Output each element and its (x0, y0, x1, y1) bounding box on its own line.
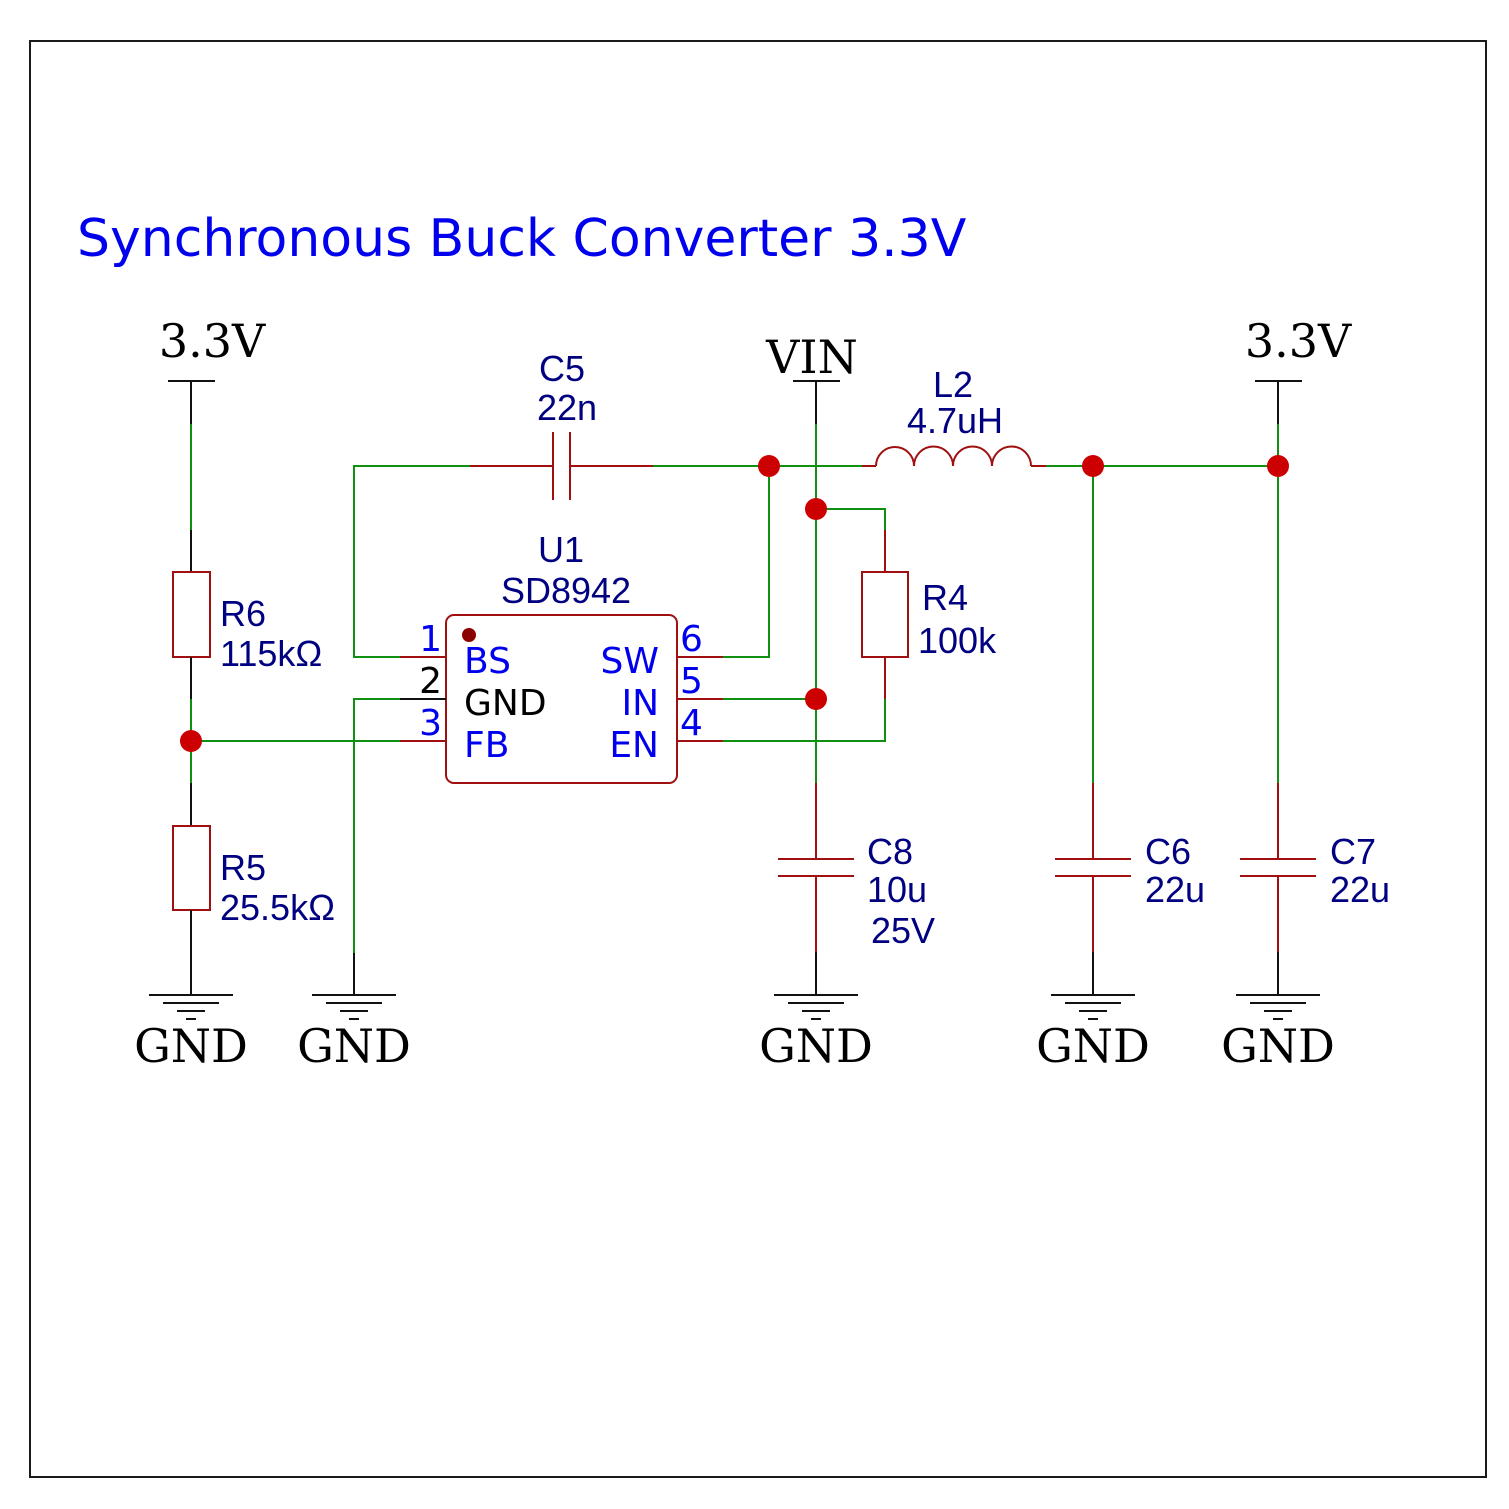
resistor-r4[interactable]: R4 100k (861, 530, 997, 699)
c8-voltage: 25V (871, 910, 935, 951)
c6-value: 22u (1145, 869, 1205, 910)
wire-gnd-pin[interactable] (353, 698, 400, 953)
resistor-r6[interactable]: R6 115kΩ (172, 530, 322, 699)
junction-vin-r4 (805, 498, 827, 520)
pin-5-number: 5 (680, 661, 703, 702)
r4-ref: R4 (922, 577, 968, 618)
ground-label: GND (1221, 1019, 1335, 1073)
junction-sw (758, 455, 780, 477)
r4-body (861, 571, 909, 658)
ground-label: GND (759, 1019, 873, 1073)
r5-value: 25.5kΩ (220, 887, 335, 928)
schematic-title: Synchronous Buck Converter 3.3V (77, 209, 967, 269)
power-vin[interactable]: VIN (765, 330, 858, 424)
pin-4-number: 4 (680, 703, 703, 744)
junction-vout-c7 (1267, 455, 1289, 477)
ground-symbol-r5[interactable]: GND (134, 994, 248, 1073)
power-label-3v3-right: 3.3V (1245, 314, 1352, 368)
r4-value: 100k (918, 620, 997, 661)
r6-body (172, 571, 211, 658)
r6-ref: R6 (220, 593, 266, 634)
pin-2-name: GND (464, 683, 547, 724)
power-3v3-left[interactable]: 3.3V (159, 314, 266, 424)
ground-symbol-c6[interactable]: GND (1036, 994, 1150, 1073)
pin-6-name: SW (601, 641, 659, 682)
junction-vin-in (805, 688, 827, 710)
c6-ref: C6 (1145, 831, 1191, 872)
r5-body (172, 825, 211, 911)
ground-symbol-c8[interactable]: GND (759, 994, 873, 1073)
c7-ref: C7 (1330, 831, 1376, 872)
ic-u1[interactable]: U1 SD8942 1 2 3 BS GND FB 6 5 4 SW IN EN (400, 529, 723, 784)
pin-4-name: EN (609, 725, 659, 766)
ground-label: GND (134, 1019, 248, 1073)
capacitor-c6[interactable]: C6 22u (1055, 783, 1205, 995)
r6-value: 115kΩ (220, 633, 322, 674)
wire-en-pin[interactable] (723, 699, 886, 742)
capacitor-c5[interactable]: C5 22n (470, 348, 653, 500)
c5-value: 22n (537, 387, 597, 428)
pin-3-name: FB (464, 725, 509, 766)
c8-ref: C8 (867, 831, 913, 872)
l2-coil (875, 445, 1032, 467)
junction-vout-c6 (1082, 455, 1104, 477)
c7-value: 22u (1330, 869, 1390, 910)
pin1-marker (462, 628, 476, 642)
power-label-vin: VIN (765, 330, 858, 384)
pin-1-number: 1 (419, 619, 442, 660)
pin-3-number: 3 (419, 703, 442, 744)
power-label-3v3-left: 3.3V (159, 314, 266, 368)
ground-label: GND (1036, 1019, 1150, 1073)
capacitor-c8[interactable]: C8 10u 25V (778, 783, 935, 995)
ground-symbol-u1[interactable]: GND (297, 994, 411, 1073)
power-3v3-right[interactable]: 3.3V (1245, 314, 1352, 424)
c8-value: 10u (867, 869, 927, 910)
c5-ref: C5 (539, 348, 585, 389)
wire-sw-pin[interactable] (723, 466, 770, 658)
pin-1-name: BS (464, 641, 511, 682)
u1-value: SD8942 (501, 570, 631, 611)
l2-value: 4.7uH (907, 400, 1003, 441)
junction-fb (180, 730, 202, 752)
r5-ref: R5 (220, 847, 266, 888)
u1-ref: U1 (538, 529, 584, 570)
inductor-l2[interactable]: L2 4.7uH (862, 364, 1046, 467)
capacitor-c7[interactable]: C7 22u (1240, 783, 1390, 995)
l2-ref: L2 (933, 364, 973, 405)
resistor-r5[interactable]: R5 25.5kΩ (172, 783, 335, 995)
ground-label: GND (297, 1019, 411, 1073)
wire-vin-r4[interactable] (816, 508, 886, 530)
sheet-frame (29, 40, 1487, 1478)
ground-symbol-c7[interactable]: GND (1221, 994, 1335, 1073)
pin-5-name: IN (621, 683, 659, 724)
pin-2-number: 2 (419, 661, 442, 702)
pin-6-number: 6 (680, 619, 703, 660)
wire-bs-c5[interactable] (353, 465, 470, 658)
